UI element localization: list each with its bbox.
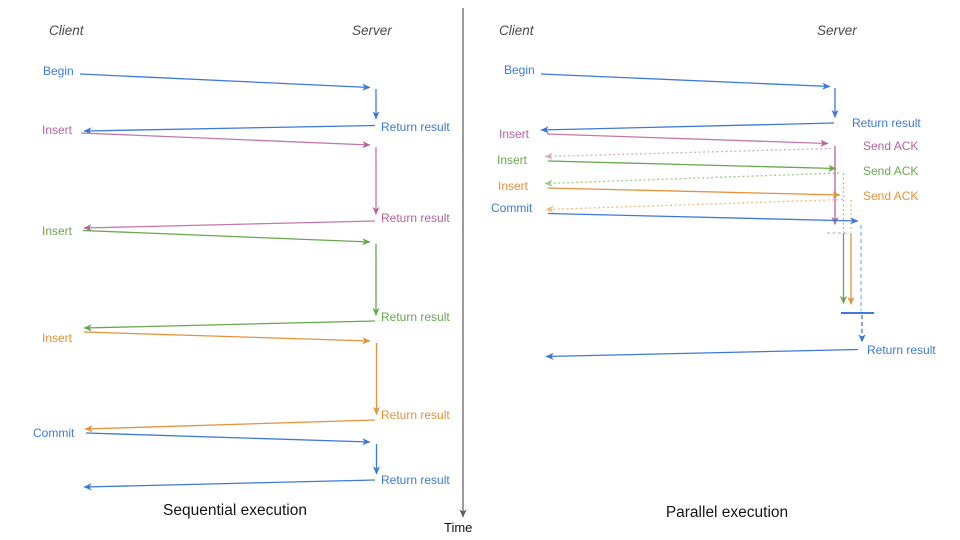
time-axis-label: Time — [444, 520, 473, 535]
parallel-begin-label: Begin — [504, 63, 535, 77]
sequential-insert1-response-label: Return result — [381, 211, 450, 225]
parallel-insert1-response-label: Send ACK — [863, 139, 919, 153]
sequential-begin-response-label: Return result — [381, 120, 450, 134]
sequential-client-label: Client — [49, 23, 84, 38]
sequential-insert2-response-label: Return result — [381, 310, 450, 324]
parallel-begin-arrows — [540, 73, 839, 134]
parallel-commit-label: Commit — [491, 201, 533, 215]
parallel-insert3-response-label: Send ACK — [863, 189, 919, 203]
sequential-insert3-label: Insert — [42, 331, 73, 345]
parallel-insert1-label: Insert — [499, 127, 530, 141]
parallel-server-label: Server — [817, 23, 857, 38]
sequential-begin-arrows — [79, 73, 380, 135]
sequential-begin-label: Begin — [43, 64, 74, 78]
sequential-insert3-arrows — [83, 331, 381, 433]
sequential-insert1-arrows — [80, 132, 380, 232]
sequential-insert3-response-label: Return result — [381, 408, 450, 422]
parallel-insert2-response-label: Send ACK — [863, 164, 919, 178]
sequential-insert1-label: Insert — [42, 123, 73, 137]
parallel-insert1-arrows — [544, 133, 849, 234]
sequential-caption: Sequential execution — [163, 502, 307, 519]
parallel-commit-arrows — [545, 212, 874, 360]
sequential-commit-response-label: Return result — [381, 473, 450, 487]
parallel-client-label: Client — [499, 23, 534, 38]
parallel-insert3-label: Insert — [498, 179, 529, 193]
parallel-caption: Parallel execution — [665, 504, 789, 521]
sequential-insert2-arrows — [82, 229, 380, 332]
parallel-insert2-arrows — [544, 160, 848, 304]
sequential-insert2-label: Insert — [42, 224, 73, 238]
sequential-commit-arrows — [83, 432, 381, 491]
sequential-commit-label: Commit — [33, 426, 75, 440]
parallel-commit-response-label: Return result — [867, 343, 936, 357]
parallel-begin-response-label: Return result — [852, 116, 921, 130]
parallel-insert2-label: Insert — [497, 153, 528, 167]
parallel-insert3-arrows — [545, 187, 855, 305]
sequential-server-label: Server — [352, 23, 392, 38]
